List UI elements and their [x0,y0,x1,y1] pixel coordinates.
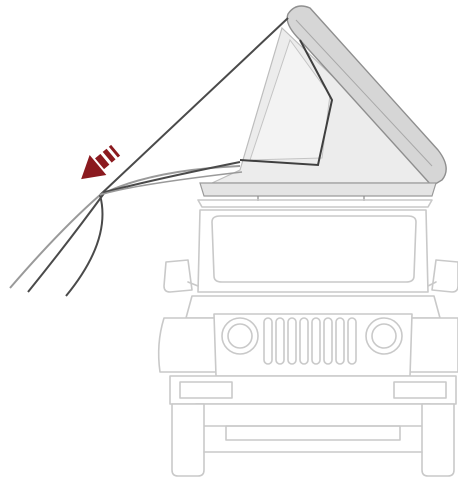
fender-right [406,318,458,372]
tire-left [172,404,204,476]
lower-panel [196,404,430,426]
pull-arrow-icon [73,140,124,189]
fender-left [159,318,220,372]
tire-right [422,404,454,476]
roof-rack [198,200,432,207]
grille-body [214,314,412,376]
front-bumper [170,376,456,404]
mirror-left [164,260,192,292]
vehicle [159,200,458,476]
windshield-frame [198,210,428,292]
tow-bar [226,426,400,440]
tent-base [200,183,436,196]
tent [200,6,446,201]
mirror-right [432,260,458,292]
